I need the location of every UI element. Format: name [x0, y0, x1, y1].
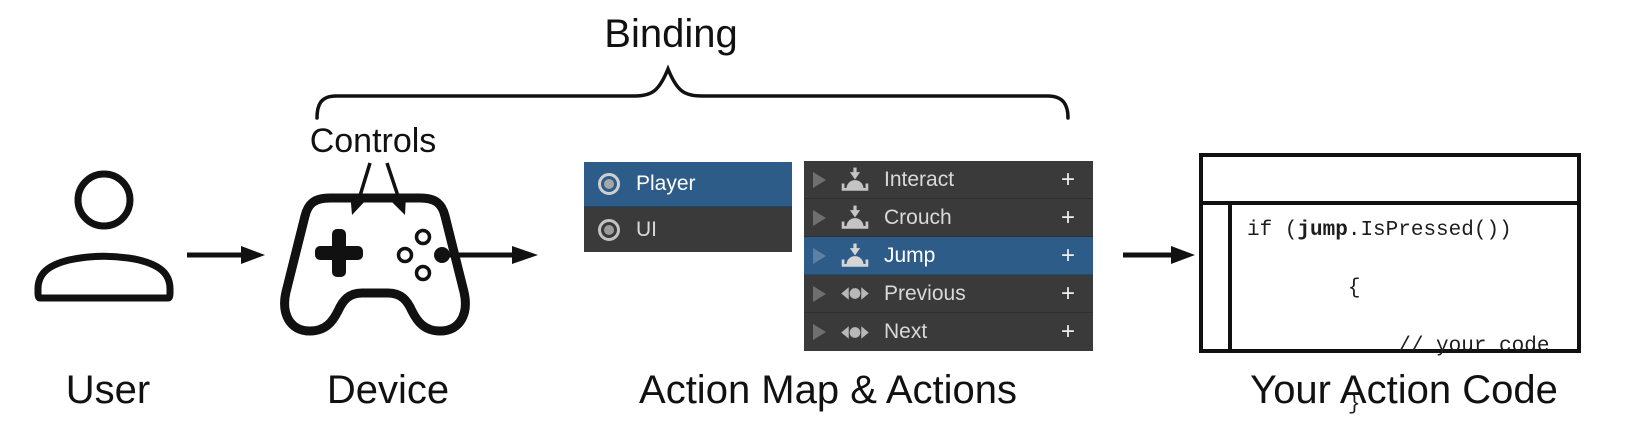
action-code-caption: Your Action Code [1250, 368, 1558, 412]
action-label: Jump [884, 243, 936, 267]
add-binding-button[interactable]: + [1060, 165, 1075, 193]
gamepad-icon [280, 193, 470, 336]
binding-brace [315, 64, 1070, 120]
action-map-icon [597, 172, 621, 196]
action-map-row-ui[interactable]: UI [584, 207, 792, 252]
code-gutter-line [1228, 205, 1232, 353]
code-snippet: if (jump.IsPressed()) { // your code } [1247, 216, 1549, 434]
axis-control-icon [838, 325, 872, 340]
dpad-icon [315, 229, 363, 277]
action-map-label: UI [636, 217, 657, 241]
arrow-user-to-device [187, 246, 265, 264]
code-line-1: if (jump.IsPressed()) [1247, 219, 1512, 242]
code-line-4: } [1347, 393, 1361, 416]
arrow-actions-to-code [1123, 246, 1195, 264]
button-control-icon [838, 167, 872, 192]
foldout-triangle-icon[interactable] [813, 209, 826, 226]
foldout-triangle-icon[interactable] [813, 247, 826, 264]
foldout-triangle-icon[interactable] [813, 324, 826, 340]
pressed-button-icon [434, 247, 450, 263]
code-line-3: // your code [1347, 335, 1550, 358]
axis-control-icon [838, 286, 872, 301]
action-label: Previous [884, 281, 966, 305]
action-map-caption: Action Map & Actions [639, 368, 1017, 412]
face-buttons-icon [396, 228, 450, 282]
action-variable: jump [1297, 219, 1348, 242]
action-row-jump[interactable]: Jump + [804, 237, 1093, 275]
user-caption: User [65, 368, 151, 412]
code-editor-area: if (jump.IsPressed()) { // your code } [1203, 205, 1577, 416]
foldout-triangle-icon[interactable] [813, 171, 826, 188]
foldout-triangle-icon[interactable] [813, 285, 826, 302]
action-map-row-player[interactable]: Player [584, 162, 792, 207]
code-window-titlebar [1203, 157, 1577, 205]
actions-panel: Interact + Crouch + [804, 161, 1093, 351]
binding-label: Binding [604, 12, 738, 56]
button-control-icon [838, 205, 872, 230]
add-binding-button[interactable]: + [1060, 318, 1075, 345]
action-row-previous[interactable]: Previous + [804, 275, 1093, 313]
action-map-label: Player [636, 172, 696, 195]
action-map-icon [597, 218, 621, 242]
device-caption: Device [326, 368, 450, 412]
add-binding-button[interactable]: + [1060, 241, 1075, 269]
action-map-panel: Player UI [584, 162, 792, 252]
action-label: Crouch [884, 205, 952, 229]
button-control-icon [838, 243, 872, 268]
code-line-2: { [1347, 277, 1361, 300]
action-label: Next [884, 320, 928, 343]
add-binding-button[interactable]: + [1060, 279, 1075, 307]
code-window: if (jump.IsPressed()) { // your code } [1199, 153, 1581, 416]
action-label: Interact [884, 167, 955, 191]
controls-label: Controls [309, 122, 437, 160]
action-row-crouch[interactable]: Crouch + [804, 199, 1093, 237]
add-binding-button[interactable]: + [1060, 203, 1075, 231]
action-row-next[interactable]: Next + [804, 313, 1093, 351]
action-row-interact[interactable]: Interact + [804, 161, 1093, 199]
arrow-device-to-actionmap [448, 246, 538, 264]
user-icon [34, 170, 174, 302]
